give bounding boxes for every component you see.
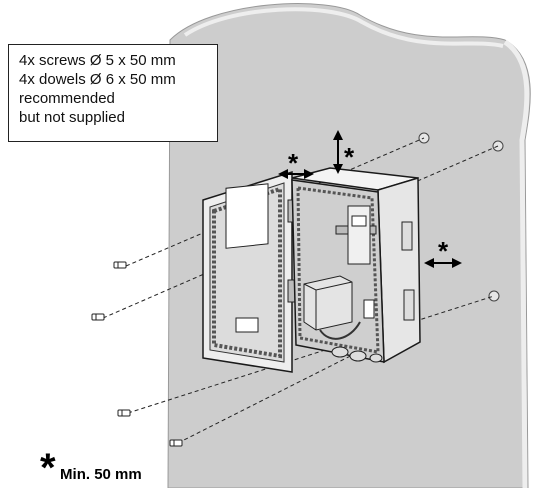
asterisk-top: * [344,142,355,172]
wall-right-edge [503,39,530,488]
screw-icon [169,439,183,447]
note-line-screws: 4x screws Ø 5 x 50 mm [19,52,176,69]
drill-hole-bottom-right [488,290,500,302]
note-line-dowels: 4x dowels Ø 6 x 50 mm [19,71,176,88]
cable-glands [331,346,383,363]
note-line-not-supplied: but not supplied [19,109,125,126]
enclosure-door [202,170,297,373]
clearance-arrow-right [424,258,462,268]
asterisk-left: * [288,148,299,178]
screw-icon [117,409,131,417]
clearance-arrow-top [333,130,343,174]
wall-holes [418,132,504,302]
footnote-text: Min. 50 mm [60,465,142,483]
asterisk-right: * [438,236,449,266]
screw-icon [113,261,127,269]
screw-icon [91,313,105,321]
clearance-footnote: * Min. 50 mm [40,448,142,488]
door-label [235,317,259,333]
fastener-note-box: 4x screws Ø 5 x 50 mm 4x dowels Ø 6 x 50… [8,44,218,142]
footnote-asterisk: * [40,446,56,490]
circuit-breaker [347,205,371,265]
clearance-arrow-left [278,169,314,179]
enclosure-body [291,167,421,364]
wall-curl-edge [183,7,504,48]
note-line-recommended: recommended [19,90,115,107]
door-window [225,183,269,249]
clearance-arrows [278,130,462,268]
screws [91,261,183,447]
